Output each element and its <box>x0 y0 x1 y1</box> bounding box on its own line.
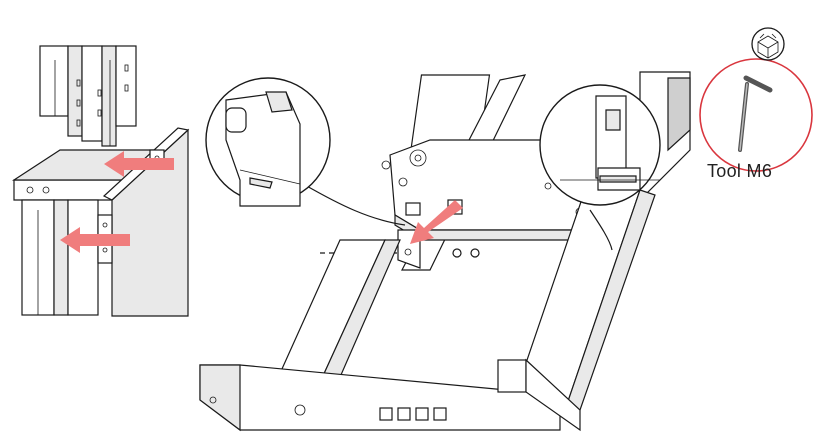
left-arrow-lower <box>60 227 130 253</box>
main-arrow <box>410 200 463 244</box>
parts-box-icon <box>751 27 785 61</box>
left-panel-illustration <box>11 45 190 317</box>
detail-zoom-right <box>539 84 661 206</box>
tool-label: Tool M6 <box>707 161 773 181</box>
detail-zoom-left <box>205 77 331 207</box>
hex-key-icon <box>738 75 773 152</box>
tool-badge <box>699 27 813 172</box>
left-arrow-upper <box>104 151 174 177</box>
